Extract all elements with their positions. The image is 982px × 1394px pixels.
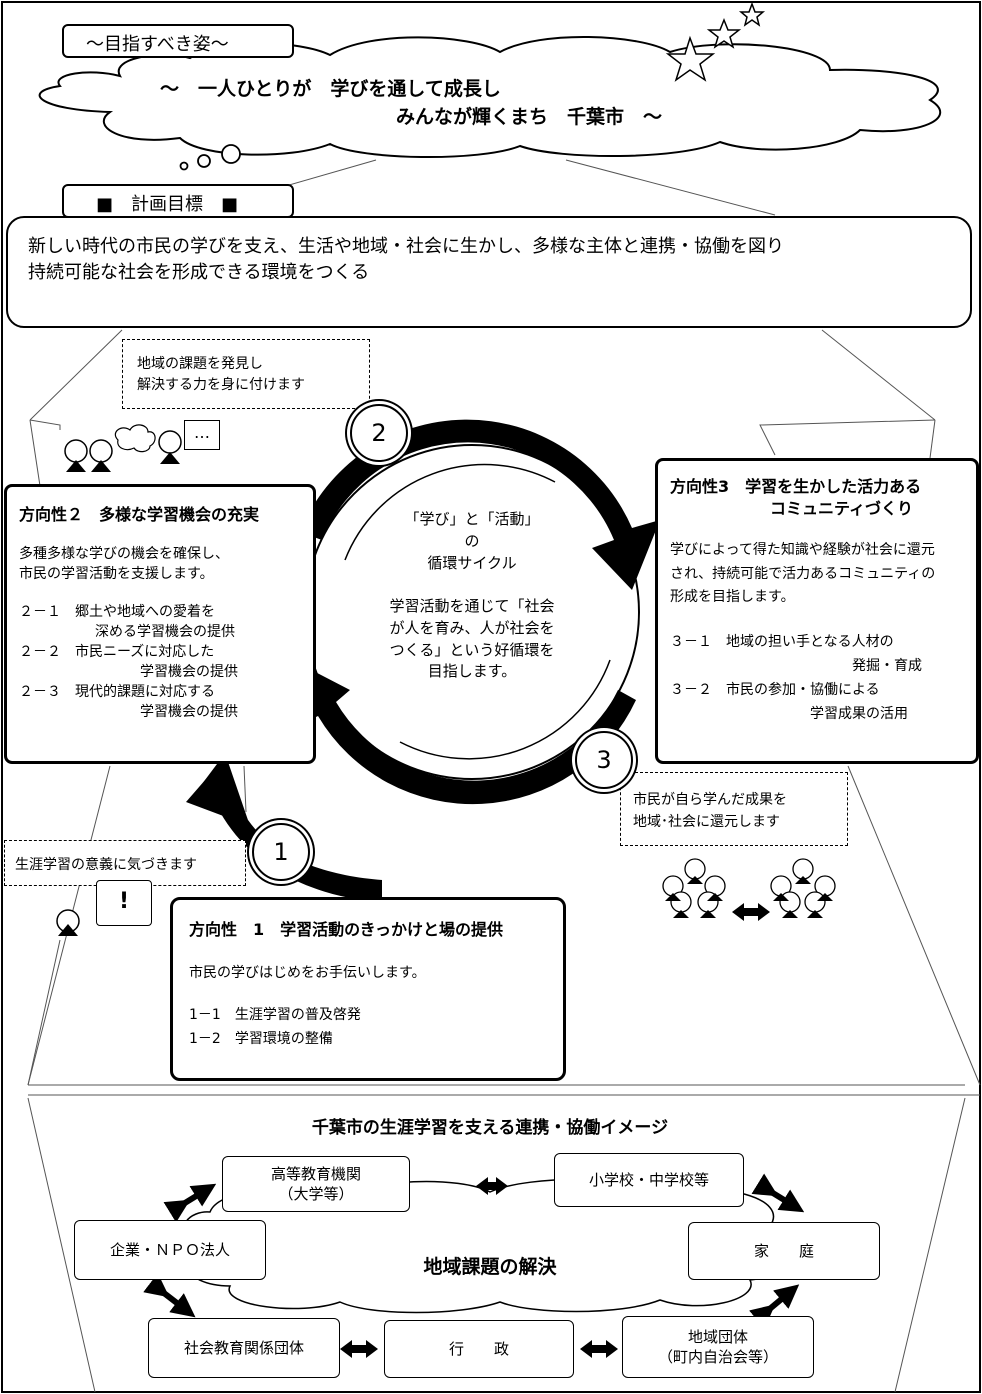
step-2-number: 2 [371, 419, 387, 447]
callout-aware: 生涯学習の意義に気づきます [4, 840, 246, 886]
direction-2-desc-2: 市民の学習活動を支援します。 [19, 566, 214, 582]
direction-3-desc-3: 形成を目指します。 [670, 589, 795, 605]
direction-3-desc-1: 学びによって得た知識や経験が社会に還元 [670, 542, 935, 558]
direction-3-item-1b: 発掘・育成 [852, 658, 922, 674]
speech-bubble-dots: … [184, 420, 220, 450]
step-1-badge: 1 [252, 823, 310, 881]
vision-line-1: 〜 一人ひとりが 学びを通して成長し [160, 78, 501, 100]
node-admin: 行 政 [384, 1320, 574, 1378]
callout-discover: 地域の課題を発見し 解決する力を身に付けます [122, 339, 370, 409]
goal-line-2: 持続可能な社会を形成できる環境をつくる [28, 262, 370, 283]
direction-2-item-2a: ２－２ 市民ニーズに対応した [19, 644, 215, 660]
direction-2-item-1b: 深める学習機会の提供 [95, 624, 235, 640]
partnership-title: 千葉市の生涯学習を支える連携・協働イメージ [311, 1118, 669, 1138]
callout-return-line-1: 市民が自ら学んだ成果を [633, 792, 787, 808]
diag-arrows [143, 1173, 805, 1329]
step-3-number: 3 [596, 746, 612, 774]
exclaim-text: ! [119, 889, 130, 914]
node-community: 地域団体 （町内自治会等） [622, 1316, 814, 1378]
callout-return: 市民が自ら学んだ成果を 地域･社会に還元します [620, 772, 848, 846]
cycle-title-2: の [464, 532, 480, 550]
step-1-number: 1 [273, 838, 289, 866]
goal-label: ■ 計画目標 ■ [96, 194, 239, 215]
callout-discover-line-2: 解決する力を身に付けます [137, 377, 305, 393]
node-company: 企業・ＮＰＯ法人 [74, 1220, 266, 1280]
node-school: 小学校・中学校等 [554, 1153, 744, 1207]
arrow-3 [294, 662, 636, 805]
goal-box: 新しい時代の市民の学びを支え、生活や地域・社会に生かし、多様な主体と連携・協働を… [6, 216, 972, 328]
callout-discover-line-1: 地域の課題を発見し [137, 356, 263, 372]
direction-3-box: 方向性3 学習を生かした活力ある コミュニティづくり 学びによって得た知識や経験… [655, 458, 979, 764]
partnership-arrows [340, 1177, 618, 1358]
direction-3-item-2a: ３－２ 市民の参加・協働による [670, 682, 880, 698]
direction-3-title-1: 方向性3 学習を生かした活力ある [670, 477, 922, 496]
direction-2-item-3b: 学習機会の提供 [140, 704, 238, 720]
people-icons-right [662, 858, 836, 913]
star-icons [665, 1, 766, 82]
arrow-2 [300, 419, 660, 590]
callout-aware-text: 生涯学習の意義に気づきます [15, 857, 197, 873]
direction-2-item-3a: ２－３ 現代的課題に対応する [19, 684, 215, 700]
direction-1-desc: 市民の学びはじめをお手伝いします。 [189, 965, 426, 981]
direction-1-title: 方向性 1 学習活動のきっかけと場の提供 [189, 920, 504, 939]
direction-1-item-2: 1－2 学習環境の整備 [189, 1031, 333, 1047]
direction-3-item-2b: 学習成果の活用 [810, 706, 908, 722]
vision-cloud [38, 36, 942, 159]
direction-3-desc-2: され、持続可能で活力あるコミュニティの [670, 566, 936, 582]
direction-2-item-1a: ２－１ 郷土や地域への愛着を [19, 604, 215, 620]
direction-3-title-2: コミュニティづくり [770, 499, 914, 518]
vision-line-2: みんなが輝くまち 千葉市 〜 [396, 106, 663, 128]
speech-bubble-exclaim: ! [96, 880, 152, 926]
partnership-cloud [182, 1178, 789, 1314]
direction-3-item-1a: ３－１ 地域の担い手となる人材の [670, 634, 894, 650]
direction-2-title: 方向性２ 多様な学習機会の充実 [19, 505, 260, 524]
callout-return-line-2: 地域･社会に還元します [633, 814, 780, 830]
goal-label-box: ■ 計画目標 ■ [62, 184, 294, 218]
node-social-org: 社会教育関係団体 [148, 1318, 340, 1378]
step-3-badge: 3 [575, 731, 633, 789]
partnership-center: 地域課題の解決 [423, 1256, 557, 1278]
cycle-title-3: 循環サイクル [427, 554, 517, 572]
direction-2-item-2b: 学習機会の提供 [140, 664, 238, 680]
direction-1-box: 方向性 1 学習活動のきっかけと場の提供 市民の学びはじめをお手伝いします。 1… [170, 897, 566, 1081]
node-university: 高等教育機関 （大学等） [222, 1156, 410, 1212]
people-icons-left [56, 430, 182, 933]
cycle-body: 学習活動を通じて「社会 が人を育み、人が社会を つくる」という好循環を 目指しま… [389, 597, 555, 681]
direction-1-item-1: 1－1 生涯学習の普及啓発 [189, 1007, 361, 1023]
node-family: 家 庭 [688, 1222, 880, 1280]
step-2-badge: 2 [350, 404, 408, 462]
goal-line-1: 新しい時代の市民の学びを支え、生活や地域・社会に生かし、多様な主体と連携・協働を… [28, 236, 784, 257]
cycle-title-1: 「学び」と「活動」 [404, 510, 540, 528]
direction-2-box: 方向性２ 多様な学習機会の充実 多種多様な学びの機会を確保し、 市民の学習活動を… [4, 484, 316, 764]
vision-label-box: 〜目指すべき姿〜 [62, 24, 294, 58]
direction-2-desc-1: 多種多様な学びの機会を確保し、 [19, 546, 229, 562]
vision-label: 〜目指すべき姿〜 [86, 34, 229, 55]
speech-dots-text: … [194, 423, 210, 442]
